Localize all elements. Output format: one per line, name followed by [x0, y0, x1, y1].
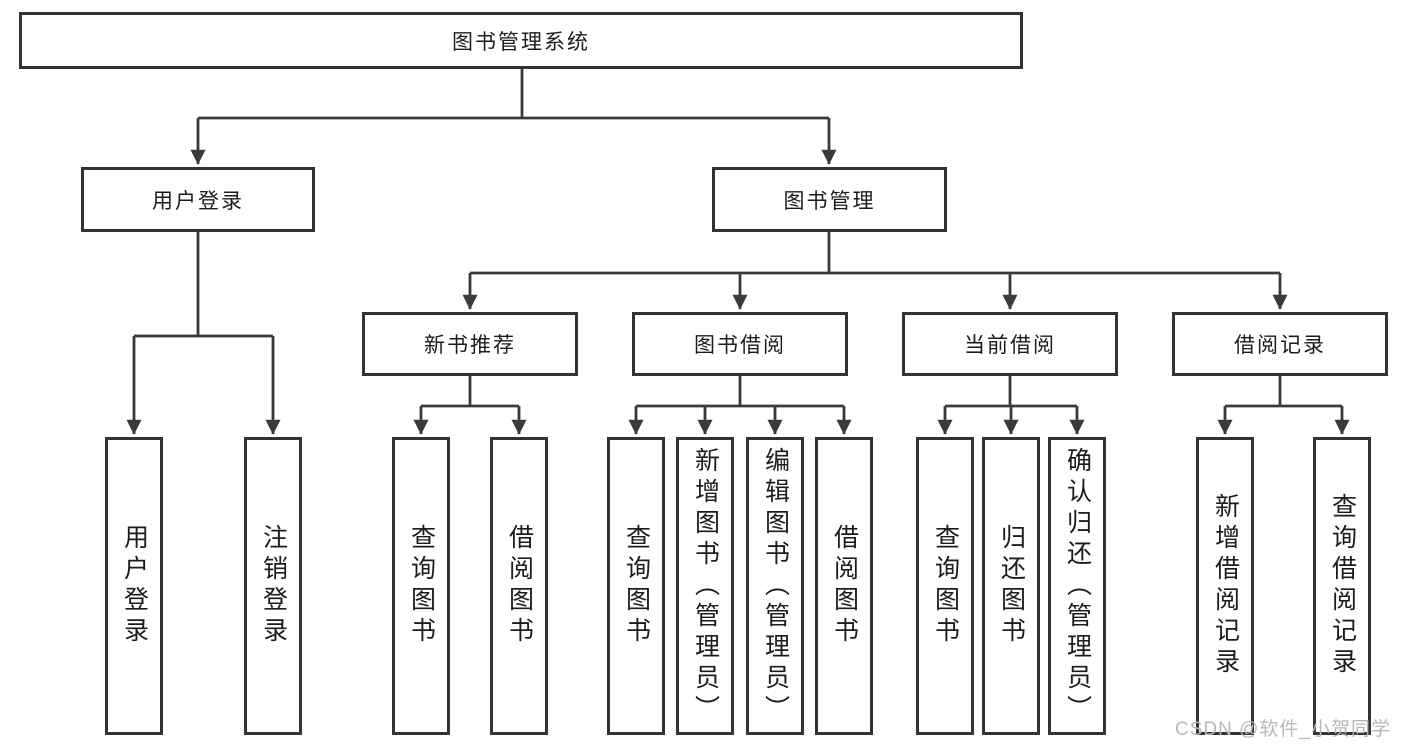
- leaf-return-books-label: 归还图书: [997, 524, 1026, 648]
- leaf-return-books: 归还图书: [982, 437, 1040, 735]
- leaf-logout-label: 注销登录: [259, 524, 288, 648]
- node-book-borrowing: 图书借阅: [632, 312, 848, 376]
- node-book-management: 图书管理: [712, 167, 947, 232]
- node-current-borrowing: 当前借阅: [902, 312, 1118, 376]
- node-borrowing-records-label: 借阅记录: [1234, 334, 1326, 357]
- csdn-watermark: CSDN @软件_小贺同学: [1175, 719, 1391, 740]
- node-new-book-recommend-label: 新书推荐: [424, 334, 516, 357]
- leaf-user-login: 用户登录: [105, 437, 163, 735]
- node-book-borrowing-label: 图书借阅: [694, 334, 786, 357]
- leaf-add-books-admin: 新增图书（管理员）: [676, 437, 734, 735]
- node-current-borrowing-label: 当前借阅: [964, 334, 1056, 357]
- leaf-add-borrow-record: 新增借阅记录: [1196, 437, 1254, 735]
- leaf-user-login-label: 用户登录: [120, 524, 149, 648]
- trunk-lines: [134, 69, 1342, 408]
- leaf-edit-books-admin-label: 编辑图书（管理员）: [761, 446, 790, 726]
- leaf-query-borrow-record-label: 查询借阅记录: [1328, 493, 1357, 679]
- node-user-login: 用户登录: [81, 167, 315, 232]
- leaf-borrow-books-recommend-label: 借阅图书: [505, 524, 534, 648]
- node-borrowing-records: 借阅记录: [1172, 312, 1388, 376]
- leaf-query-books-borrowing-label: 查询图书: [622, 524, 651, 648]
- leaf-query-borrow-record: 查询借阅记录: [1313, 437, 1371, 735]
- leaf-confirm-return-admin-label: 确认归还（管理员）: [1063, 446, 1092, 726]
- node-new-book-recommend: 新书推荐: [362, 312, 578, 376]
- node-user-login-label: 用户登录: [152, 189, 244, 213]
- leaf-add-books-admin-label: 新增图书（管理员）: [691, 446, 720, 726]
- node-book-management-label: 图书管理: [783, 189, 876, 213]
- leaf-query-books-current-label: 查询图书: [931, 524, 960, 648]
- leaf-query-books-current: 查询图书: [916, 437, 974, 735]
- leaf-query-books-borrowing: 查询图书: [607, 437, 665, 735]
- leaf-borrow-books-borrowing: 借阅图书: [815, 437, 873, 735]
- leaf-edit-books-admin: 编辑图书（管理员）: [746, 437, 804, 735]
- leaf-query-books-recommend-label: 查询图书: [407, 524, 436, 648]
- leaf-borrow-books-borrowing-label: 借阅图书: [830, 524, 859, 648]
- leaf-confirm-return-admin: 确认归还（管理员）: [1048, 437, 1106, 735]
- node-root-label: 图书管理系统: [452, 30, 590, 54]
- leaf-query-books-recommend: 查询图书: [392, 437, 450, 735]
- leaf-borrow-books-recommend: 借阅图书: [490, 437, 548, 735]
- leaf-add-borrow-record-label: 新增借阅记录: [1211, 493, 1240, 679]
- leaf-logout: 注销登录: [244, 437, 302, 735]
- node-root-system: 图书管理系统: [19, 12, 1023, 69]
- arrow-lines: [126, 118, 1350, 435]
